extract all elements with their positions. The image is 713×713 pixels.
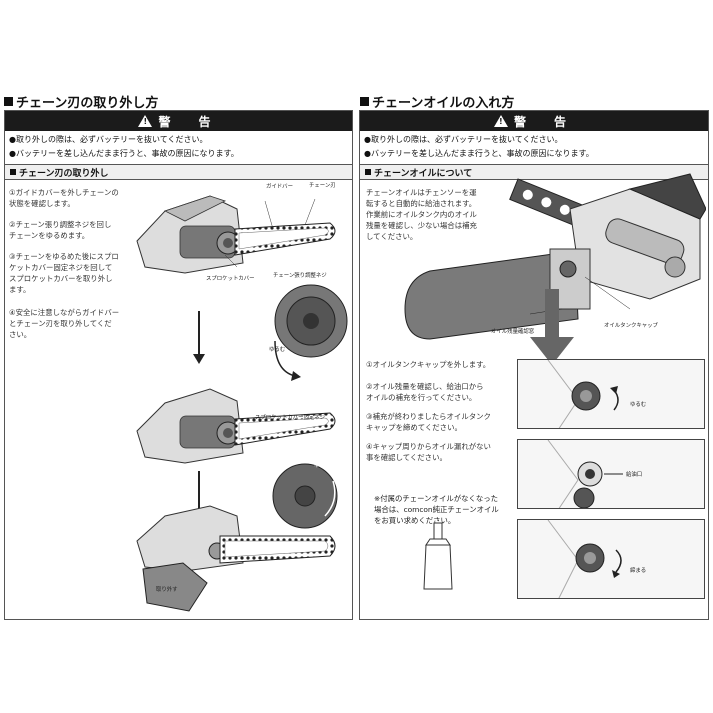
right-title-text: チェーンオイルの入れ方 bbox=[372, 96, 515, 111]
right-warning-line-2: ●バッテリーを差し込んだまま行うと、事故の原因になります。 bbox=[364, 149, 594, 158]
right-sub-heading-text: チェーンオイルについて bbox=[374, 168, 473, 179]
label-sprocket-cover: スプロケットカバー bbox=[206, 276, 255, 282]
label-oil-cap: オイルタンクキャップ bbox=[604, 323, 658, 329]
left-step-2: ②チェーン張り調整ネジを回し チェーンをゆるめます。 bbox=[9, 220, 112, 240]
oil-step-1: ①オイルタンクキャップを外します。 bbox=[366, 360, 491, 369]
chainsaw-diagram-3 bbox=[136, 505, 336, 612]
left-step-3: ③チェーンをゆるめた後にスプロ ケットカバー固定ネジを回して スプロケットカバー… bbox=[9, 252, 119, 294]
label-guide-bar: ガイドバー bbox=[266, 184, 293, 190]
left-step-1: ①ガイドカバーを外しチェーンの 状態を確認します。 bbox=[9, 188, 119, 208]
left-sub-heading: チェーン刃の取り外し bbox=[5, 164, 352, 180]
left-title-text: チェーン刃の取り外し方 bbox=[16, 96, 159, 111]
label-tension-screw: チェーン張り調整ネジ bbox=[273, 273, 327, 279]
left-warning-line-2: ●バッテリーを差し込んだまま行うと、事故の原因になります。 bbox=[9, 149, 239, 158]
cap-loosen-diagram bbox=[547, 360, 619, 428]
oil-bottle-icon bbox=[423, 522, 453, 590]
label-loosen-2: ゆるむ bbox=[314, 463, 331, 469]
oil-step-3: ③補充が終わりましたらオイルタンク キャップを締めてください。 bbox=[366, 412, 491, 432]
oil-step-4: ④キャップ周りからオイル漏れがない 事を確認してください。 bbox=[366, 442, 491, 462]
left-sub-heading-text: チェーン刃の取り外し bbox=[19, 168, 109, 179]
label-tighten: 締まる bbox=[630, 568, 647, 574]
chainsaw-oil-illustration bbox=[404, 173, 706, 365]
chainsaw-diagram-2 bbox=[136, 388, 336, 464]
left-step-4: ④安全に注意しながらガイドバー とチェーン刃を取り外してくだ さい。 bbox=[9, 308, 120, 339]
label-loosen-1: ゆるむ bbox=[269, 347, 286, 353]
right-panel: ! 警 告 ●取り外しの際は、必ずバッテリーを抜いてください。 ●バッテリーを差… bbox=[359, 110, 709, 620]
cap-loosen-photo: ゆるむ bbox=[517, 359, 705, 429]
oil-intro-text: チェーンオイルはチェンソーを運 転すると自動的に給油されます。 作業前にオイルタ… bbox=[366, 188, 477, 241]
warning-triangle-icon: ! bbox=[493, 115, 508, 127]
oil-step-2: ②オイル残量を確認し、給油口から オイルの補充を行ってください。 bbox=[366, 382, 484, 402]
fixing-screw-closeup bbox=[272, 463, 338, 529]
sub-square-icon bbox=[365, 169, 371, 175]
left-section-title: チェーン刃の取り外し方 bbox=[4, 92, 158, 111]
warning-triangle-icon: ! bbox=[138, 115, 153, 127]
left-panel: ! 警 告 ●取り外しの際は、必ずバッテリーを抜いてください。 ●バッテリーを差… bbox=[4, 110, 353, 620]
right-warning-bar: ! 警 告 bbox=[360, 111, 708, 131]
label-oil-window: オイル残量確認窓 bbox=[491, 329, 535, 335]
sub-square-icon bbox=[10, 169, 16, 175]
left-warning-bar: ! 警 告 bbox=[5, 111, 352, 131]
right-section-title: チェーンオイルの入れ方 bbox=[360, 92, 514, 111]
label-fixing-screw: スプロケットカバー固定ネジ bbox=[255, 415, 326, 421]
label-inlet: 給油口 bbox=[626, 472, 643, 478]
cap-tighten-photo: 締まる bbox=[517, 519, 705, 599]
left-warning-label: 警 告 bbox=[158, 114, 219, 129]
oil-inlet-diagram bbox=[547, 440, 623, 508]
label-chain-blade: チェーン刃 bbox=[309, 183, 336, 189]
right-warning-line-1: ●取り外しの際は、必ずバッテリーを抜いてください。 bbox=[364, 135, 563, 144]
right-warning-label: 警 告 bbox=[513, 114, 574, 129]
chainsaw-diagram-1 bbox=[136, 195, 336, 274]
oil-inlet-photo: 給油口 bbox=[517, 439, 705, 509]
left-warning-line-1: ●取り外しの際は、必ずバッテリーを抜いてください。 bbox=[9, 135, 208, 144]
oil-note: ※付属のチェーンオイルがなくなった 場合は、comcon純正チェーンオイル をお… bbox=[374, 494, 499, 525]
title-square-icon bbox=[360, 97, 369, 106]
right-sub-heading: チェーンオイルについて bbox=[360, 164, 708, 180]
label-loosen: ゆるむ bbox=[630, 402, 647, 408]
title-square-icon bbox=[4, 97, 13, 106]
tension-screw-closeup bbox=[274, 284, 348, 381]
chainsaw-removal-illustration bbox=[136, 195, 348, 612]
label-remove: 取り外す bbox=[156, 587, 178, 593]
cap-tighten-diagram bbox=[547, 520, 622, 598]
